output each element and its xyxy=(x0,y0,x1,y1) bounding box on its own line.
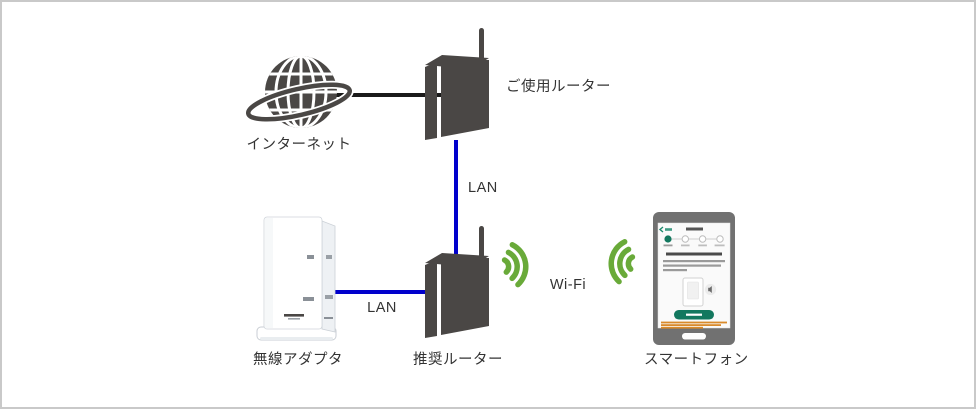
app-back-icon xyxy=(658,226,664,233)
smartphone-icon xyxy=(653,212,735,345)
app-title-text xyxy=(686,227,703,231)
internet-globe-icon xyxy=(244,50,354,142)
lan-label-horizontal: LAN xyxy=(367,300,397,316)
app-speaker-icon xyxy=(708,286,712,293)
lan-label-vertical: LAN xyxy=(468,180,498,196)
lan-cable-vertical xyxy=(454,140,458,256)
wifi-signal-right-icon xyxy=(597,234,637,288)
recommended-router-icon xyxy=(422,226,494,338)
wireless-adapter-label: 無線アダプタ xyxy=(253,352,343,368)
internet-cable xyxy=(336,93,448,97)
lan-cable-horizontal xyxy=(332,290,432,294)
phone-home-button xyxy=(682,333,706,340)
internet-label: インターネット xyxy=(246,137,352,153)
adapter-brand-logo xyxy=(284,314,304,317)
existing-router-label: ご使用ルーター xyxy=(506,79,611,95)
recommended-router-label: 推奨ルーター xyxy=(413,352,503,368)
existing-router-icon xyxy=(422,28,494,140)
smartphone-label: スマートフォン xyxy=(644,352,749,368)
app-step-1-active xyxy=(664,235,672,243)
wireless-adapter-icon xyxy=(250,213,340,351)
wifi-signal-left-icon xyxy=(500,237,540,291)
wifi-label: Wi-Fi xyxy=(549,277,587,293)
